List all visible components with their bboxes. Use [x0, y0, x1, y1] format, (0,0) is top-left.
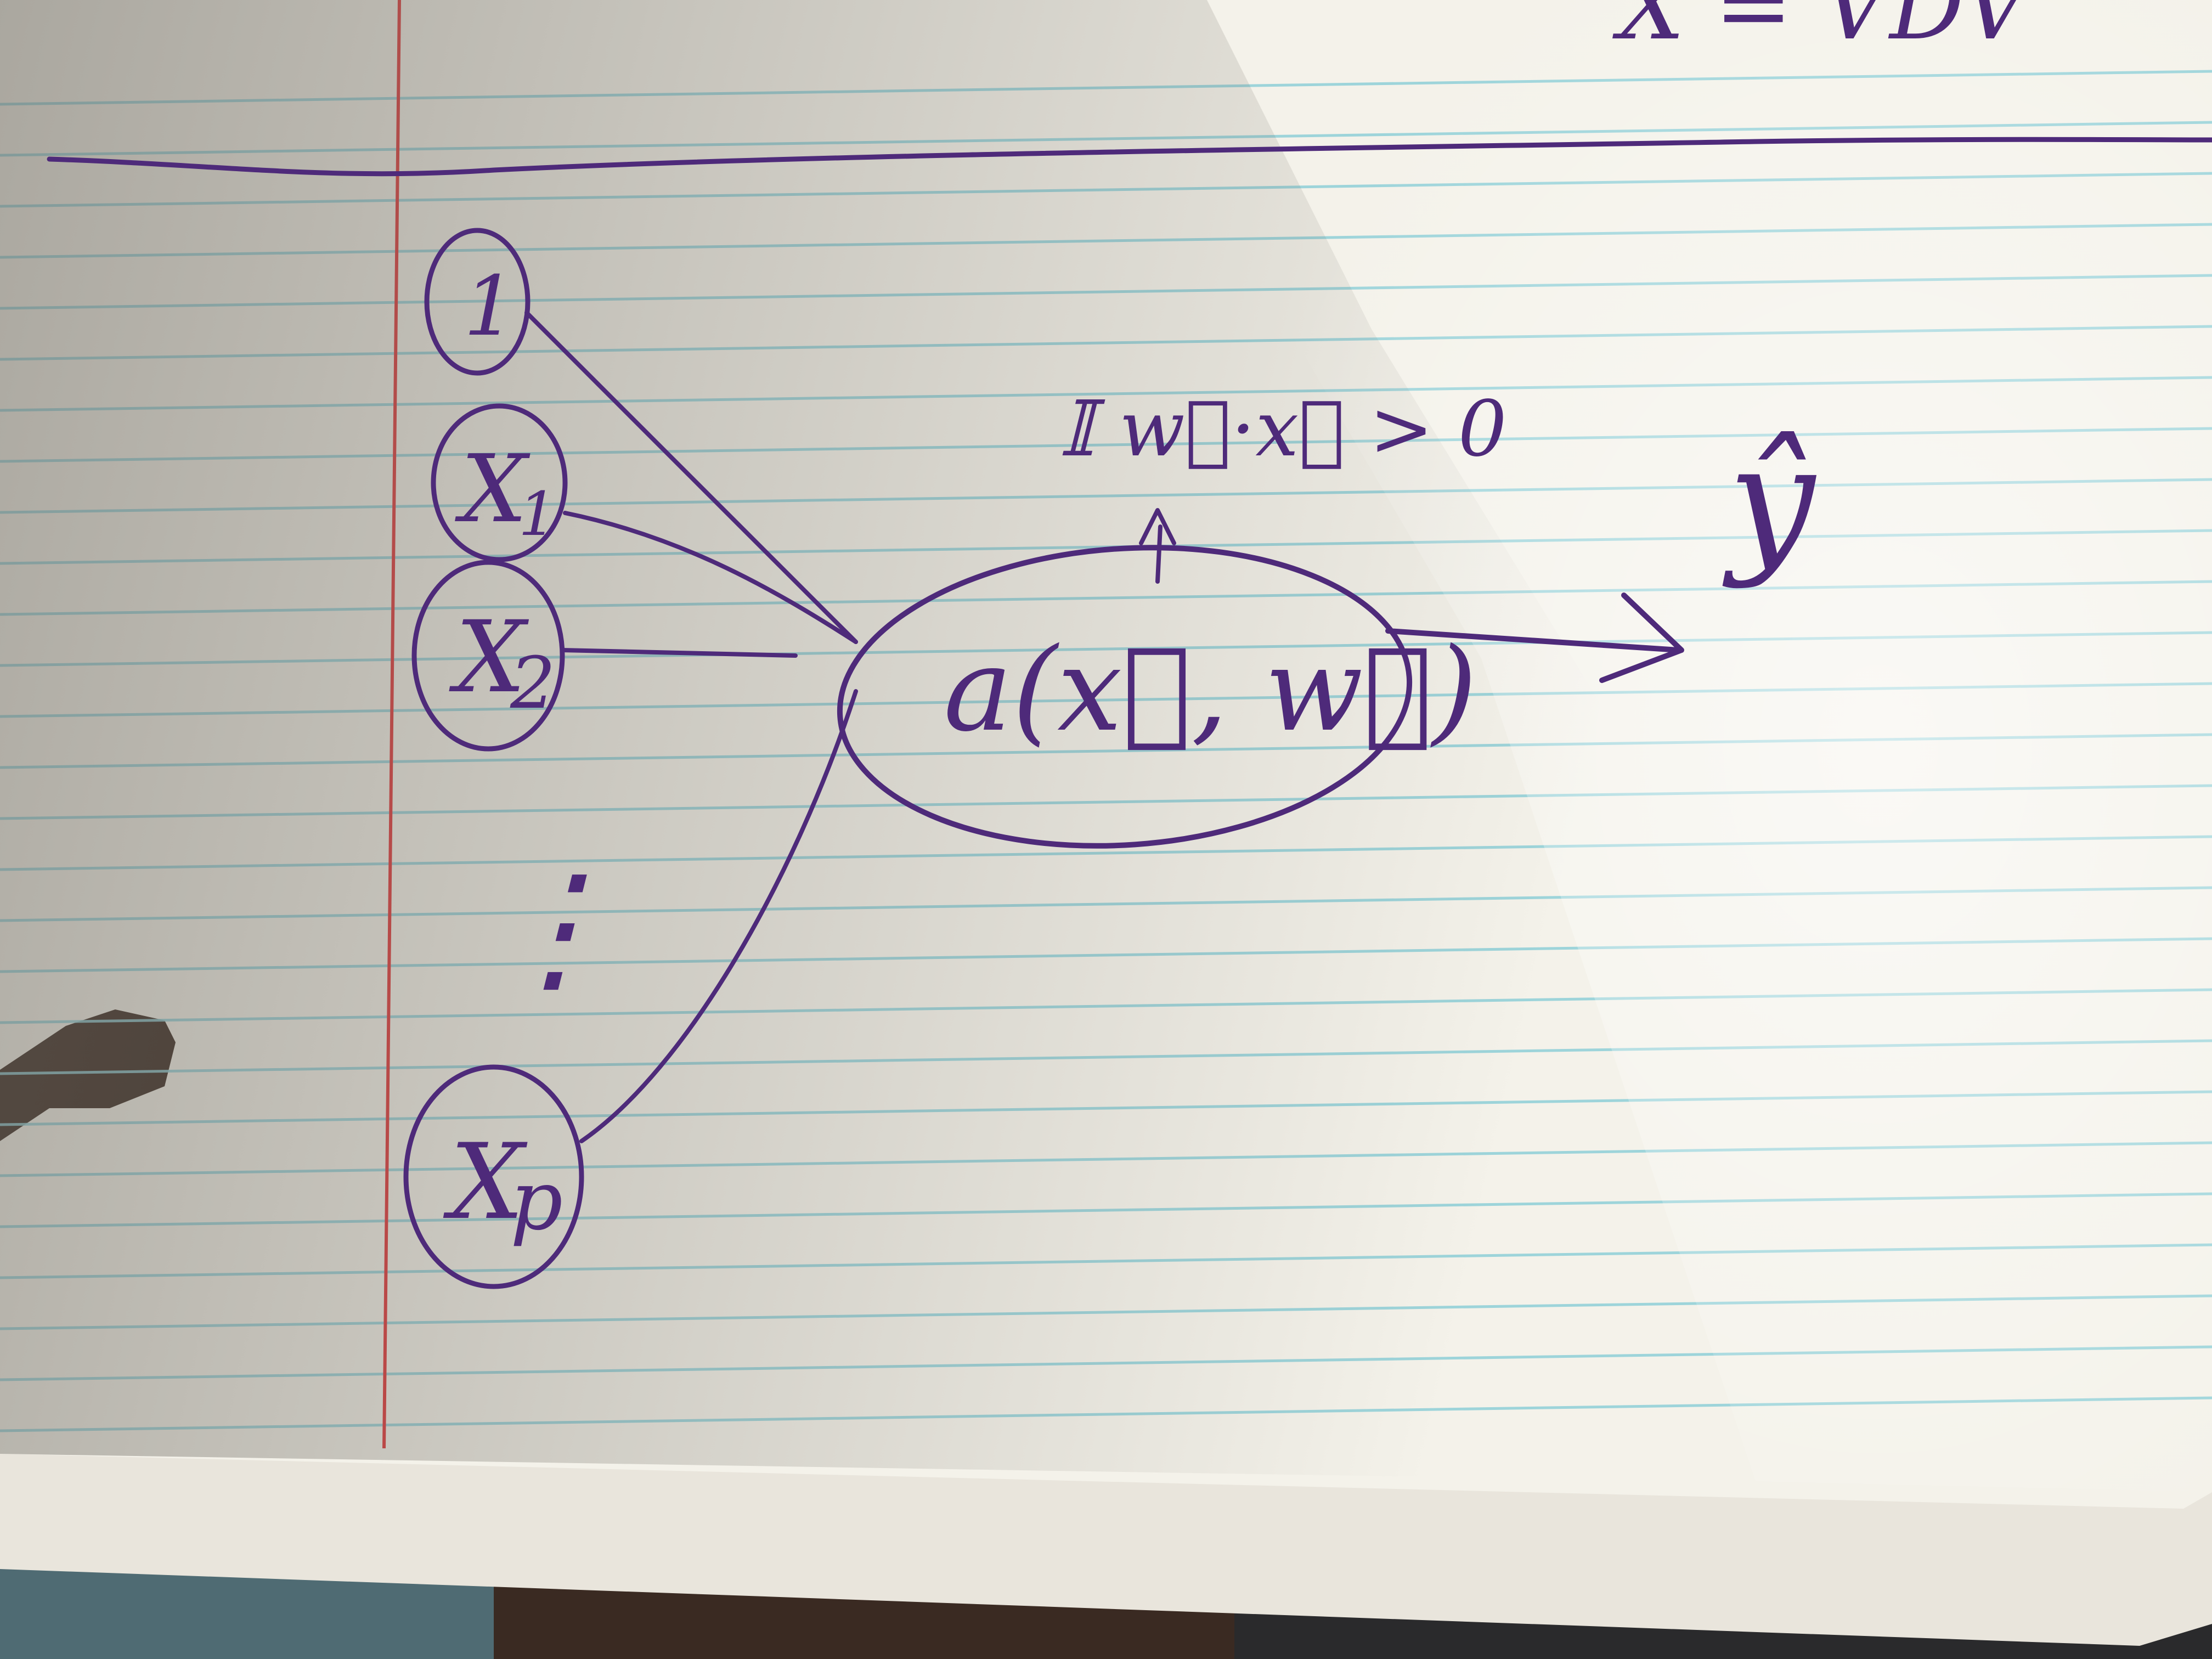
activation-label: a(x⃗, w⃗) — [944, 623, 1477, 757]
input-node-x2: X 2 — [411, 560, 565, 752]
input-node-x1-subscript: 1 — [518, 479, 557, 549]
input-node-x1: X 1 — [431, 403, 568, 562]
edge-x2 — [560, 648, 798, 658]
input-edges — [524, 311, 858, 1143]
output-arrow-shaft — [1385, 628, 1681, 653]
output-arrow — [1385, 592, 1684, 683]
bias-node: 1 — [424, 228, 531, 376]
threshold-annotation: 𝕀 w⃗·x⃗ > 0 — [1059, 385, 1507, 474]
input-node-x2-subscript: 2 — [510, 641, 556, 725]
hand-divider-line — [47, 137, 2212, 177]
input-node-x1-label: X — [455, 435, 531, 544]
output-arrow-head — [1599, 592, 1684, 683]
activation-node: a(x⃗, w⃗) — [837, 545, 1477, 849]
ellipsis-dots: ⋮ — [483, 845, 625, 1011]
input-node-xp-label: X — [443, 1121, 528, 1243]
input-node-xp-subscript: p — [510, 1153, 563, 1249]
edge-bias — [524, 311, 858, 644]
bias-node-label: 1 — [464, 259, 516, 354]
edge-xp — [579, 689, 858, 1143]
sunlight-overlay — [1097, 0, 2212, 1492]
output-label: ŷ — [1721, 412, 1817, 591]
input-node-x2-label: X — [449, 600, 529, 715]
top-scribble: X = VDV — [1612, 0, 2039, 61]
annotation-pointer — [1139, 508, 1176, 584]
input-node-xp: X p — [403, 1064, 584, 1289]
edge-x1 — [563, 511, 858, 644]
